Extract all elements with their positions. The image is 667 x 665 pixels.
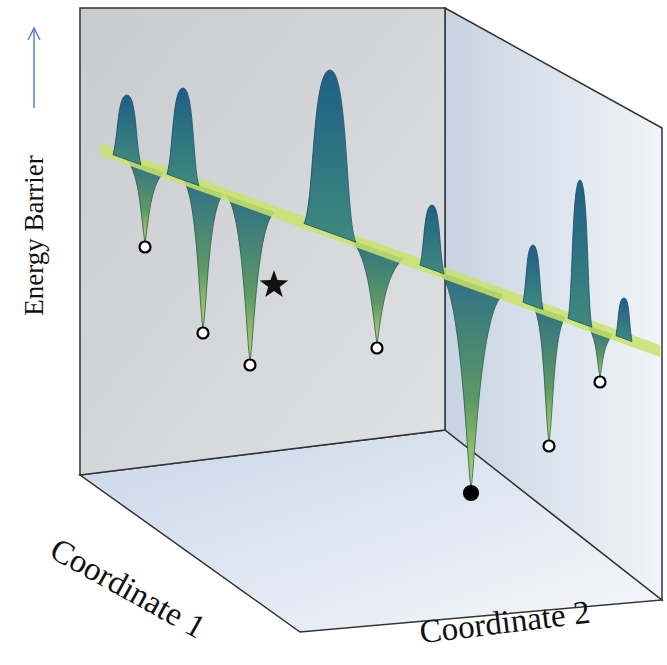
global-minimum-dot	[464, 486, 478, 500]
local-minimum-dot	[372, 343, 383, 354]
energy-well	[533, 306, 565, 442]
energy-barrier-peak	[523, 245, 543, 309]
energy-barrier-peak	[113, 95, 141, 165]
energy-well	[226, 195, 274, 361]
energy-barrier-peak	[167, 88, 199, 186]
local-minimum-dot	[140, 242, 151, 253]
energy-barrier-peak	[420, 205, 444, 274]
local-minimum-dot	[595, 377, 606, 388]
energy-well	[439, 272, 503, 489]
energy-barrier-peak	[616, 298, 632, 342]
energy-surface	[100, 70, 660, 500]
axis-arrow	[28, 28, 40, 108]
local-minimum-dot	[544, 441, 555, 452]
energy-barrier-peak	[568, 180, 592, 327]
state-star	[260, 270, 289, 297]
back-wall	[80, 8, 445, 475]
local-minimum-dot	[198, 328, 209, 339]
energy-well	[183, 180, 223, 329]
energy-barrier-peak	[304, 70, 356, 242]
axis-label: Energy Barrier	[19, 155, 50, 316]
local-minimum-dot	[245, 360, 256, 371]
